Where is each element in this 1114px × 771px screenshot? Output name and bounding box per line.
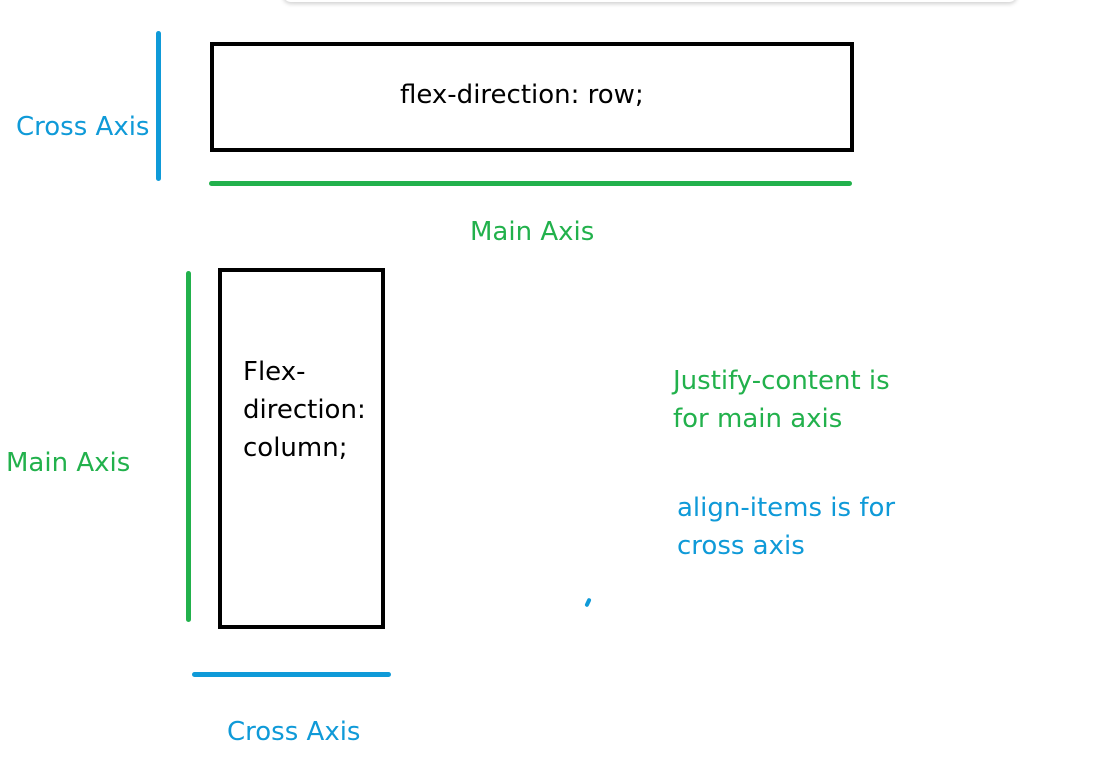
- column-cross-axis-line: [192, 672, 391, 677]
- row-box-text: flex-direction: row;: [400, 80, 644, 110]
- row-main-axis-line: [209, 181, 852, 186]
- note-line: cross axis: [677, 531, 805, 561]
- column-box-line: column;: [243, 433, 348, 463]
- top-panel-edge: [283, 0, 1017, 2]
- row-cross-axis-line: [156, 31, 161, 181]
- column-main-axis-label: Main Axis: [6, 448, 131, 478]
- note-line: align-items is for: [677, 493, 896, 523]
- column-cross-axis-label: Cross Axis: [227, 717, 361, 747]
- column-main-axis-line: [186, 271, 191, 622]
- stray-pen-mark: [584, 597, 592, 608]
- column-box-text: Flex- direction: column;: [243, 353, 383, 467]
- note-line: for main axis: [673, 404, 843, 434]
- note-line: Justify-content is: [673, 366, 890, 396]
- justify-content-note: Justify-content is for main axis: [673, 362, 890, 438]
- row-flex-box: [210, 42, 854, 152]
- column-box-line: direction:: [243, 395, 366, 425]
- row-cross-axis-label: Cross Axis: [16, 112, 150, 142]
- row-main-axis-label: Main Axis: [470, 217, 595, 247]
- column-flex-box: [218, 268, 385, 629]
- column-box-line: Flex-: [243, 357, 306, 387]
- align-items-note: align-items is for cross axis: [677, 489, 895, 565]
